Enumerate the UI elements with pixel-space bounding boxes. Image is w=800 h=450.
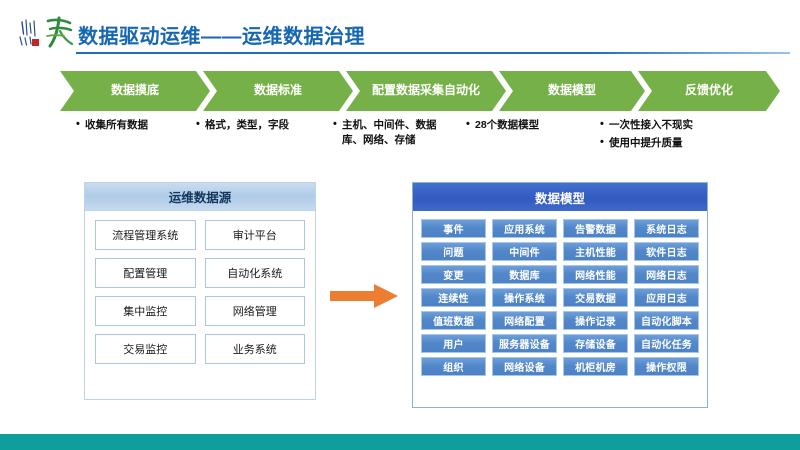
data-model-item[interactable]: 问题 xyxy=(421,242,486,261)
right-arrow-icon xyxy=(330,283,400,309)
data-model-item[interactable]: 组织 xyxy=(421,357,486,376)
data-source-item[interactable]: 配置管理 xyxy=(95,258,196,288)
ops-data-source-panel: 运维数据源 流程管理系统 审计平台 配置管理 自动化系统 集中监控 网络管理 交… xyxy=(84,182,316,400)
process-step-1[interactable]: 数据摸底 xyxy=(60,71,210,111)
data-model-item[interactable]: 系统日志 xyxy=(634,219,699,238)
data-source-item[interactable]: 业务系统 xyxy=(204,334,305,364)
data-model-item[interactable]: 机柜机房 xyxy=(563,357,628,376)
data-model-item[interactable]: 软件日志 xyxy=(634,242,699,261)
data-source-item[interactable]: 集中监控 xyxy=(95,296,196,326)
process-step-2-bullets: 格式，类型，字段 xyxy=(196,117,326,136)
data-model-item[interactable]: 事件 xyxy=(421,219,486,238)
process-step-5-bullets: 一次性接入不现实 使用中提升质量 xyxy=(600,117,780,154)
process-step-3-label: 配置数据采集自动化 xyxy=(371,83,480,98)
process-step-1-bullets: 收集所有数据 xyxy=(76,117,196,136)
brand-calligraphy-logo xyxy=(14,12,76,52)
data-source-item[interactable]: 网络管理 xyxy=(204,296,305,326)
process-step-5[interactable]: 反馈优化 xyxy=(638,71,780,111)
bullet-item: 使用中提升质量 xyxy=(600,135,780,151)
bullet-item: 收集所有数据 xyxy=(76,117,196,133)
data-source-item[interactable]: 流程管理系统 xyxy=(95,220,196,250)
process-step-4-label: 数据模型 xyxy=(547,83,596,98)
ops-data-source-panel-title: 运维数据源 xyxy=(85,183,315,211)
data-model-item[interactable]: 主机性能 xyxy=(563,242,628,261)
data-model-item[interactable]: 数据库 xyxy=(492,265,557,284)
data-source-item[interactable]: 审计平台 xyxy=(204,220,305,250)
data-model-item[interactable]: 告警数据 xyxy=(563,219,628,238)
process-step-1-label: 数据摸底 xyxy=(110,83,159,98)
data-model-item[interactable]: 操作记录 xyxy=(563,311,628,330)
data-model-item[interactable]: 存储设备 xyxy=(563,334,628,353)
bullet-item: 格式，类型，字段 xyxy=(196,117,326,133)
data-model-panel: 数据模型 事件 应用系统 告警数据 系统日志 问题 中间件 主机性能 软件日志 … xyxy=(412,182,708,408)
data-model-item[interactable]: 中间件 xyxy=(492,242,557,261)
data-model-item[interactable]: 网络日志 xyxy=(634,265,699,284)
data-model-item[interactable]: 操作系统 xyxy=(492,288,557,307)
data-model-item[interactable]: 网络设备 xyxy=(492,357,557,376)
data-model-item[interactable]: 网络配置 xyxy=(492,311,557,330)
process-step-5-label: 反馈优化 xyxy=(684,83,733,98)
process-step-3[interactable]: 配置数据采集自动化 xyxy=(346,71,506,111)
data-source-item[interactable]: 交易监控 xyxy=(95,334,196,364)
process-step-4[interactable]: 数据模型 xyxy=(499,71,645,111)
data-model-grid: 事件 应用系统 告警数据 系统日志 问题 中间件 主机性能 软件日志 变更 数据… xyxy=(413,211,707,382)
data-source-item[interactable]: 自动化系统 xyxy=(204,258,305,288)
data-model-item[interactable]: 值班数据 xyxy=(421,311,486,330)
process-step-2-label: 数据标准 xyxy=(253,83,302,98)
data-model-panel-title: 数据模型 xyxy=(413,183,707,211)
bullet-item: 主机、中间件、数据库、网络、存储 xyxy=(333,117,451,148)
footer-accent-bar xyxy=(0,434,800,450)
data-model-item[interactable]: 应用系统 xyxy=(492,219,557,238)
title-underline-rule xyxy=(76,52,790,54)
process-step-4-bullets: 28个数据模型 xyxy=(466,117,596,136)
data-model-item[interactable]: 自动化任务 xyxy=(634,334,699,353)
data-model-item[interactable]: 交易数据 xyxy=(563,288,628,307)
data-model-item[interactable]: 变更 xyxy=(421,265,486,284)
data-model-item[interactable]: 操作权限 xyxy=(634,357,699,376)
process-chevron-row: 数据摸底 数据标准 配置数据采集自动化 数据模型 反馈优化 xyxy=(60,71,780,111)
data-model-item[interactable]: 连续性 xyxy=(421,288,486,307)
process-step-3-bullets: 主机、中间件、数据库、网络、存储 xyxy=(333,117,451,151)
bullet-item: 28个数据模型 xyxy=(466,117,596,133)
data-model-item[interactable]: 网络性能 xyxy=(563,265,628,284)
ops-data-source-grid: 流程管理系统 审计平台 配置管理 自动化系统 集中监控 网络管理 交易监控 业务… xyxy=(85,211,315,370)
data-model-item[interactable]: 用户 xyxy=(421,334,486,353)
data-model-item[interactable]: 服务器设备 xyxy=(492,334,557,353)
page-title: 数据驱动运维——运维数据治理 xyxy=(78,26,365,48)
process-step-2[interactable]: 数据标准 xyxy=(203,71,353,111)
data-model-item[interactable]: 应用日志 xyxy=(634,288,699,307)
bullet-item: 一次性接入不现实 xyxy=(600,117,780,133)
data-model-item[interactable]: 自动化脚本 xyxy=(634,311,699,330)
